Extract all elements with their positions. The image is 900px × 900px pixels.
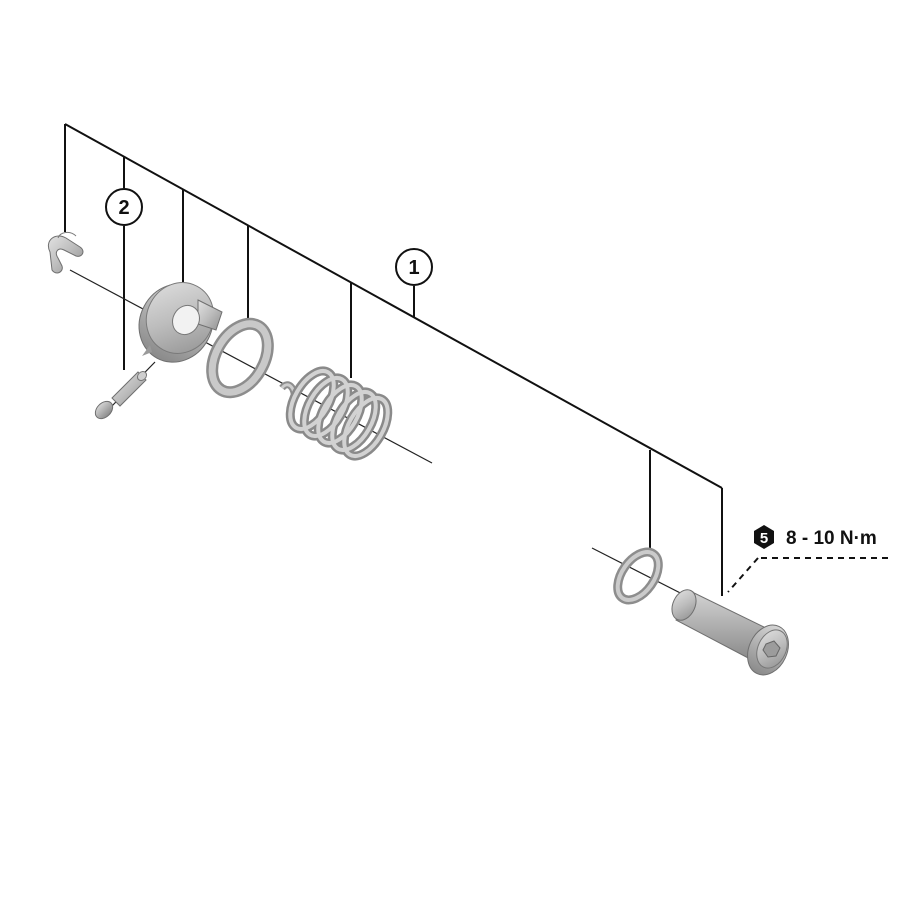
callout-1: 1 xyxy=(395,248,433,286)
clip-part xyxy=(48,231,84,274)
hex-key-icon xyxy=(754,525,774,549)
adjust-screw-part xyxy=(94,370,148,420)
stopper-plate-part xyxy=(138,282,223,363)
hex-socket-icon xyxy=(762,640,781,658)
torque-value: 8 - 10 N·m xyxy=(786,528,877,549)
small-washer-part xyxy=(613,547,663,605)
leader-top-bar xyxy=(64,123,723,489)
torque-leader xyxy=(727,557,888,593)
torque-spec: 5 8 - 10 N·m xyxy=(754,525,877,549)
callout-2-label: 2 xyxy=(118,197,129,219)
leader-lines xyxy=(64,123,723,596)
large-ring-part xyxy=(206,317,274,399)
torsion-spring-part xyxy=(279,366,393,461)
callout-2: 2 xyxy=(105,188,143,226)
callout-1-label: 1 xyxy=(408,257,419,279)
mounting-bolt-part xyxy=(671,589,789,676)
hex-key-size: 5 xyxy=(760,530,768,547)
